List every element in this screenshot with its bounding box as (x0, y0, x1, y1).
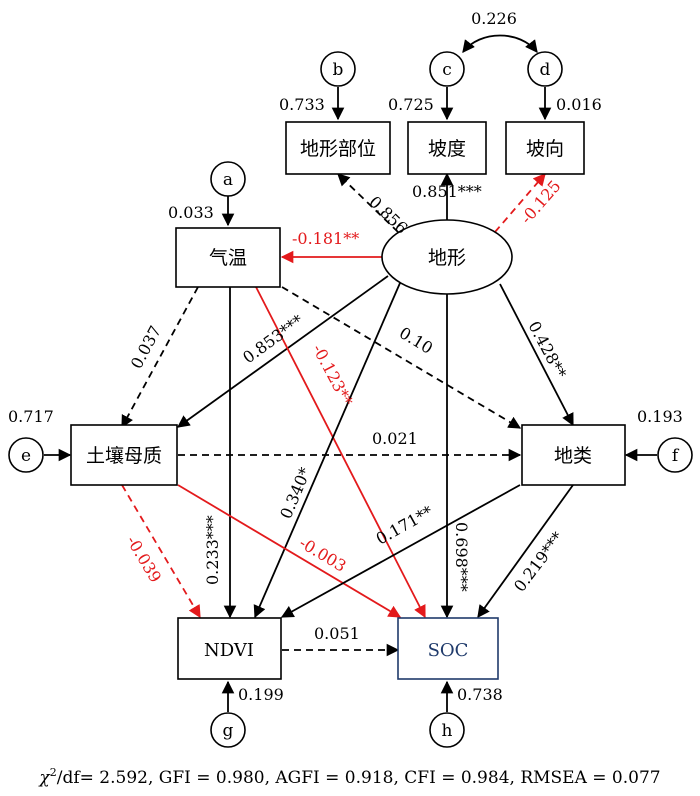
path-temperature-parent-material (121, 286, 199, 429)
svg-text:土壤母质: 土壤母质 (86, 445, 162, 467)
node-ndvi: NDVI (177, 617, 282, 680)
node-landuse: 地类 (521, 424, 626, 486)
path-terrain-aspect (494, 173, 546, 233)
path-parent-material-ndvi (121, 484, 201, 619)
node-temperature: 气温 (175, 227, 281, 288)
r2-label-d: 0.016 (556, 95, 602, 114)
node-aspect: 坡向 (505, 121, 585, 175)
svg-text:d: d (540, 60, 551, 80)
svg-text:地类: 地类 (554, 445, 592, 467)
svg-text:b: b (333, 60, 344, 80)
svg-text:SOC: SOC (428, 640, 469, 661)
svg-text:地形: 地形 (428, 247, 466, 269)
error-node-f: f (657, 437, 693, 473)
coef-ndvi-soc: 0.051 (314, 624, 360, 643)
svg-text:NDVI: NDVI (204, 640, 254, 661)
coef-terrain-soc: 0.698*** (452, 522, 471, 592)
error-node-d: d (527, 51, 563, 87)
path-terrain-ndvi (253, 282, 401, 619)
fit-chi-sup: 2 (50, 766, 57, 779)
fit-rest: /df= 2.592, GFI = 0.980, AGFI = 0.918, C… (57, 768, 661, 788)
coef-cov-c-d: 0.226 (471, 9, 517, 28)
node-terrain-position: 地形部位 (285, 121, 391, 175)
svg-text:气温: 气温 (209, 247, 247, 269)
r2-label-h: 0.738 (457, 685, 503, 704)
covariance-c-d (462, 34, 538, 53)
coef-temp-landuse: 0.10 (396, 323, 436, 358)
r2-label-a: 0.033 (168, 203, 214, 222)
svg-text:坡向: 坡向 (526, 138, 564, 160)
coef-landuse-ndvi: 0.171** (373, 502, 436, 549)
svg-text:c: c (442, 60, 452, 80)
svg-text:g: g (223, 721, 234, 741)
svg-text:e: e (21, 446, 31, 466)
path-landuse-soc (477, 484, 574, 619)
r2-label-e: 0.717 (8, 407, 54, 426)
error-node-c: c (429, 51, 465, 87)
error-node-g: g (210, 712, 246, 748)
path-terrain-terrain-position (337, 173, 399, 233)
svg-text:f: f (672, 446, 680, 466)
node-parent-material: 土壤母质 (70, 424, 178, 486)
node-terrain: 地形 (381, 219, 513, 295)
error-node-h: h (429, 712, 465, 748)
svg-text:a: a (223, 170, 233, 190)
coef-parent-landuse: 0.021 (372, 429, 418, 448)
path-parent-material-soc (177, 484, 402, 618)
coef-parent-ndvi: -0.039 (123, 532, 166, 586)
coef-terrain-position: 0.856 (365, 192, 411, 237)
path-terrain-parent-material (176, 275, 389, 428)
error-node-e: e (8, 437, 44, 473)
coef-slope: 0.851*** (412, 182, 482, 201)
svg-text:h: h (442, 721, 453, 741)
path-temperature-landuse (281, 286, 522, 429)
node-slope: 坡度 (407, 121, 487, 175)
r2-label-b: 0.733 (279, 95, 325, 114)
coef-temp-ndvi: 0.233*** (203, 515, 222, 585)
path-temperature-soc (255, 286, 426, 619)
path-landuse-ndvi (280, 484, 521, 618)
r2-label-g: 0.199 (238, 685, 284, 704)
path-terrain-landuse (499, 283, 574, 427)
svg-text:坡度: 坡度 (428, 138, 466, 160)
error-node-b: b (320, 51, 356, 87)
svg-text:地形部位: 地形部位 (300, 138, 376, 160)
coef-terrain-landuse: 0.428** (524, 318, 570, 381)
coef-temperature: -0.181** (292, 229, 359, 248)
coef-temp-parent: 0.037 (127, 323, 165, 372)
coef-parent-soc: -0.003 (296, 533, 350, 576)
r2-label-c: 0.725 (388, 95, 434, 114)
coef-temp-soc: -0.123** (308, 341, 356, 409)
fit-indices: χ2/df= 2.592, GFI = 0.980, AGFI = 0.918,… (38, 766, 660, 788)
r2-label-f: 0.193 (637, 407, 683, 426)
node-soc: SOC (397, 617, 499, 680)
fit-chi: χ (38, 768, 51, 788)
coef-aspect: -0.125 (517, 177, 565, 228)
error-node-a: a (210, 161, 246, 197)
